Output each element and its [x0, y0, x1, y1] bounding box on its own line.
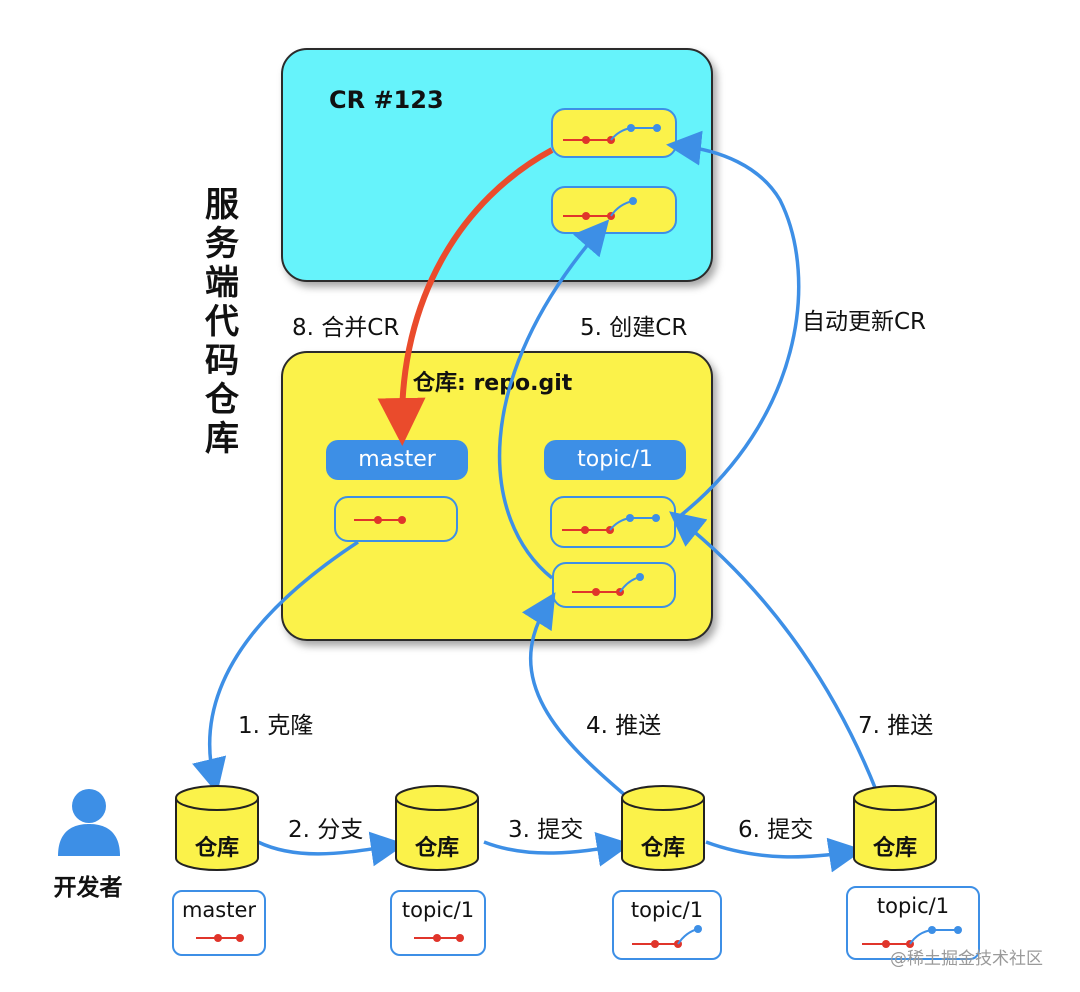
commit-graph-icon [632, 925, 702, 948]
step-commit-2: 6. 提交 [738, 817, 814, 843]
local-branch-name: topic/1 [401, 898, 475, 922]
commit-graph-icon [196, 934, 244, 942]
arrow-push-1 [521, 592, 628, 798]
step-commit-1: 3. 提交 [508, 817, 584, 843]
arrow-commit-2 [705, 837, 864, 873]
arrow-commit-1 [483, 831, 632, 867]
cr-title: CR #123 [329, 86, 444, 114]
topic-commits-latest [550, 496, 676, 548]
step-push-1: 4. 推送 [586, 713, 662, 739]
local-branch-name: topic/1 [876, 894, 950, 918]
database-icon [175, 785, 259, 871]
code-review-panel: CR #123 [281, 48, 713, 282]
step-branch: 2. 分支 [288, 817, 364, 843]
local-repo-label: 仓库 [414, 836, 459, 861]
step-clone: 1. 克隆 [238, 713, 314, 739]
local-branch-name: master [181, 898, 257, 922]
arrow-create-cr [497, 219, 610, 580]
step-create-cr: 5. 创建CR [580, 315, 688, 341]
cr-commit-latest [551, 108, 677, 158]
database-icon [395, 785, 479, 871]
local-repo-label: 仓库 [194, 836, 239, 861]
master-commits [334, 496, 458, 542]
person-icon [58, 789, 120, 856]
arrow-branch [257, 831, 406, 867]
step-merge-cr: 8. 合并CR [292, 315, 400, 341]
commit-graph-icon [563, 197, 637, 220]
commit-graph-icon [862, 926, 962, 948]
developer-label: 开发者 [53, 875, 123, 901]
repo-title: 仓库: repo.git [413, 371, 573, 396]
branch-topic-label: topic/1 [544, 440, 686, 480]
watermark: @稀土掘金技术社区 [890, 949, 1043, 969]
local-repo-label: 仓库 [872, 836, 917, 861]
local-branch-topic-1: topic/1 [390, 890, 486, 956]
server-side-title: 服务端代码仓库 [205, 185, 239, 459]
commit-graph-icon [572, 573, 644, 596]
commit-graph-icon [354, 516, 406, 524]
arrow-merge-cr [377, 147, 554, 446]
arrow-auto-update [666, 130, 801, 518]
branch-master-label: master [326, 440, 468, 480]
database-icon [853, 785, 937, 871]
local-branch-master: master [172, 890, 266, 956]
local-branch-topic-1-updated: topic/1 [846, 886, 980, 960]
commit-graph-icon [562, 514, 660, 534]
local-branch-topic-1-committed: topic/1 [612, 890, 722, 960]
arrow-clone [192, 540, 359, 794]
database-icon [621, 785, 705, 871]
step-push-2: 7. 推送 [858, 713, 934, 739]
arrow-push-2 [669, 511, 878, 791]
commit-graph-icon [414, 934, 464, 942]
topic-commits-initial [552, 562, 676, 608]
local-repo-label: 仓库 [640, 836, 685, 861]
cr-commit-initial [551, 186, 677, 234]
step-auto-update-cr: 自动更新CR [802, 309, 927, 335]
local-branch-name: topic/1 [630, 898, 704, 922]
commit-graph-icon [563, 124, 661, 144]
